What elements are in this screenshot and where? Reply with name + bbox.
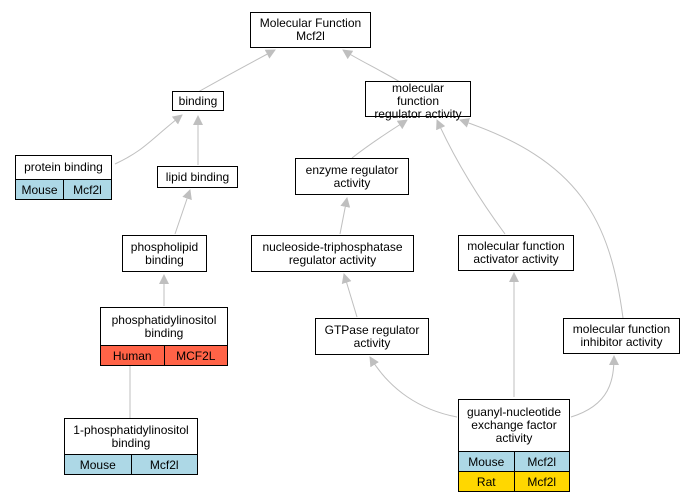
node-phosphatidylinositol-binding[interactable]: phosphatidylinositol binding Human MCF2L	[100, 307, 228, 366]
node-label: protein binding	[24, 160, 103, 174]
gene-cell: Mcf2l	[130, 455, 198, 474]
species-cell: Mouse	[21, 182, 58, 197]
node-label: phosphatidylinositol binding	[111, 312, 217, 340]
node-enzyme-regulator-activity[interactable]: enzyme regulator activity	[295, 158, 409, 195]
species-cell: Mouse	[79, 457, 116, 472]
node-guanyl-nucleotide-exchange-factor-activity[interactable]: guanyl-nucleotide exchange factor activi…	[458, 399, 570, 492]
annotation-row-mouse: Mouse Mcf2l	[65, 454, 197, 474]
node-1-phosphatidylinositol-binding[interactable]: 1-phosphatidylinositol binding Mouse Mcf…	[64, 418, 198, 475]
edge-regulator-to-root	[342, 49, 401, 83]
node-label: Molecular Function Mcf2l	[259, 16, 362, 43]
node-label: binding	[178, 93, 218, 108]
edge-binding-to-root	[197, 49, 276, 93]
node-label: molecular function regulator activity	[374, 81, 462, 121]
node-label: nucleoside-triphosphatase regulator acti…	[262, 239, 403, 267]
gene-cell: MCF2L	[163, 346, 228, 365]
edge-enzyme-regulator-to-regulator	[351, 119, 408, 159]
annotation-row-mouse: Mouse Mcf2l	[16, 179, 111, 199]
edge-ntpase-to-enzyme	[339, 197, 351, 235]
edge-gtpase-to-ntpase	[341, 273, 358, 318]
annotation-row-rat: Rat Mcf2l	[459, 471, 569, 491]
node-phospholipid-binding[interactable]: phospholipid binding	[122, 235, 207, 272]
node-label: guanyl-nucleotide exchange factor activi…	[466, 405, 562, 445]
edge-gef-to-gtpase	[369, 356, 458, 418]
species-cell: Mouse	[468, 454, 505, 469]
node-label: molecular function inhibitor activity	[572, 322, 671, 349]
gene-cell: Mcf2l	[63, 180, 111, 199]
node-label: molecular function activator activity	[467, 239, 565, 266]
node-molecular-function-inhibitor-activity[interactable]: molecular function inhibitor activity	[563, 318, 680, 354]
species-cell: Rat	[476, 474, 496, 489]
gene-cell: Mcf2l	[513, 472, 570, 491]
edge-inhibitor-to-regulator	[459, 118, 624, 319]
node-label: enzyme regulator activity	[305, 162, 399, 190]
node-label: GTPase regulator activity	[324, 322, 420, 350]
node-lipid-binding[interactable]: lipid binding	[157, 166, 238, 188]
node-molecular-function-root[interactable]: Molecular Function Mcf2l	[250, 12, 371, 48]
edge-gef-to-inhibitor	[570, 355, 619, 418]
node-label: lipid binding	[165, 169, 230, 184]
node-binding[interactable]: binding	[172, 91, 224, 111]
node-label: 1-phosphatidylinositol binding	[73, 422, 189, 450]
node-protein-binding[interactable]: protein binding Mouse Mcf2l	[15, 155, 112, 200]
node-label: phospholipid binding	[130, 239, 199, 267]
annotation-row-human: Human MCF2L	[101, 345, 227, 365]
edge-activator-to-regulator	[436, 119, 506, 235]
edge-protein-binding-to-binding	[114, 114, 183, 165]
gene-cell: Mcf2l	[513, 452, 570, 471]
annotation-row-mouse: Mouse Mcf2l	[459, 451, 569, 471]
node-gtpase-regulator-activity[interactable]: GTPase regulator activity	[315, 318, 429, 355]
species-cell: Human	[112, 348, 152, 363]
node-nucleoside-triphosphatase-regulator-activity[interactable]: nucleoside-triphosphatase regulator acti…	[251, 235, 414, 272]
edge-phospholipid-to-lipid	[174, 189, 192, 235]
node-molecular-function-regulator-activity[interactable]: molecular function regulator activity	[365, 81, 471, 121]
node-molecular-function-activator-activity[interactable]: molecular function activator activity	[458, 235, 574, 271]
